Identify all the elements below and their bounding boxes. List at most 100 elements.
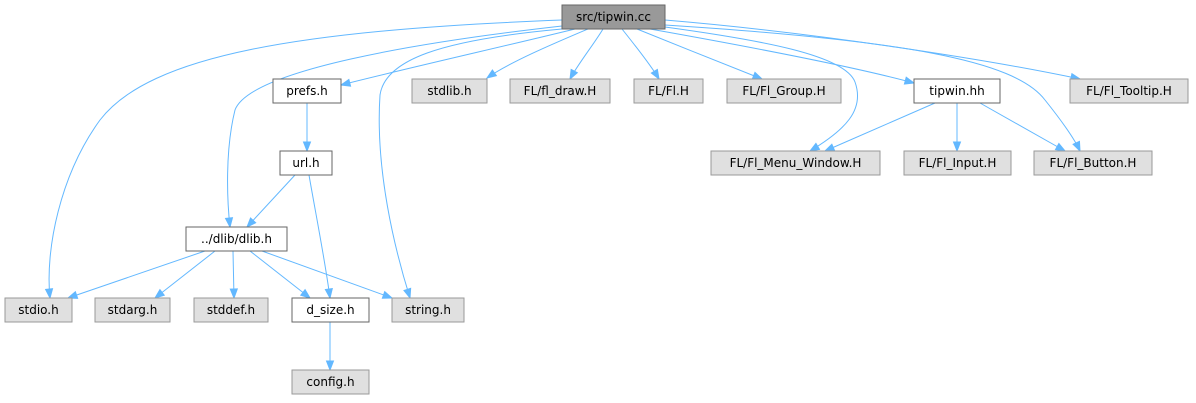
edge-line xyxy=(261,250,393,299)
nodes-layer: src/tipwin.cc prefs.h stdlib.h FL/fl_dra… xyxy=(4,4,1189,395)
edge-root-to-stdlib xyxy=(485,28,589,79)
edge-arrowhead xyxy=(325,360,335,372)
edge-arrowhead xyxy=(224,217,234,229)
edge-line xyxy=(227,25,563,228)
node-label: FL/Fl_Menu_Window.H xyxy=(730,156,862,170)
edges-layer xyxy=(44,19,1082,372)
edge-urlh-to-dsize xyxy=(308,174,333,300)
edge-tipwinhh-to-flinput xyxy=(952,103,962,153)
edge-line xyxy=(636,28,763,80)
edge-root-to-flmenuwin xyxy=(664,26,859,152)
node-label: src/tipwin.cc xyxy=(576,10,651,24)
node-label: ../dlib/dlib.h xyxy=(201,232,272,246)
node-label: string.h xyxy=(405,303,451,317)
edge-dlib-to-dsize xyxy=(249,250,312,299)
edge-arrowhead xyxy=(381,290,394,299)
edge-arrowhead xyxy=(1054,142,1067,152)
edge-root-to-stdio xyxy=(44,19,563,300)
node-label: FL/Fl.H xyxy=(648,84,689,98)
edge-dlib-to-string xyxy=(261,250,394,299)
edge-arrowhead xyxy=(903,76,916,85)
node-config-h[interactable]: config.h xyxy=(291,369,370,395)
edge-arrowhead xyxy=(823,143,836,152)
edge-arrowhead xyxy=(650,68,660,81)
node-label: stdlib.h xyxy=(427,84,471,98)
edge-tipwinhh-to-flbutton xyxy=(979,102,1067,152)
edge-root-to-tipwinhh xyxy=(649,28,916,85)
edge-arrowhead xyxy=(569,68,579,81)
node-fl-fl-tooltip-h[interactable]: FL/Fl_Tooltip.H xyxy=(1069,78,1189,104)
node-label: stdio.h xyxy=(18,303,58,317)
edge-root-to-prefs xyxy=(339,28,576,87)
edge-arrowhead xyxy=(808,142,821,152)
edge-arrowhead xyxy=(952,141,962,153)
edge-root-to-flgroup xyxy=(636,28,764,80)
node-label: url.h xyxy=(292,156,319,170)
node-fl-fl-h[interactable]: FL/Fl.H xyxy=(633,78,704,104)
edge-arrowhead xyxy=(751,71,764,80)
node-fl-fl-input-h[interactable]: FL/Fl_Input.H xyxy=(903,150,1012,176)
node-fl-fl-button-h[interactable]: FL/Fl_Button.H xyxy=(1033,150,1153,176)
node-label: FL/Fl_Input.H xyxy=(919,156,997,170)
edge-line xyxy=(664,24,1081,152)
edge-arrowhead xyxy=(299,288,312,299)
node-stdio-h[interactable]: stdio.h xyxy=(4,297,73,323)
edge-prefs-to-urlh xyxy=(302,103,312,153)
edge-arrowhead xyxy=(66,290,79,299)
node-fl-fl-group-h[interactable]: FL/Fl_Group.H xyxy=(726,78,842,104)
edge-arrowhead xyxy=(1072,140,1081,153)
node-fl-fl-menu-window-h[interactable]: FL/Fl_Menu_Window.H xyxy=(710,150,881,176)
node-label: prefs.h xyxy=(286,84,328,98)
edge-dlib-to-stddef xyxy=(229,250,239,300)
node-dlib-dlib-h[interactable]: ../dlib/dlib.h xyxy=(185,226,288,252)
node-label: config.h xyxy=(306,375,354,389)
edge-arrowhead xyxy=(339,78,352,87)
edge-dlib-to-stdarg xyxy=(153,250,216,299)
node-label: stdarg.h xyxy=(108,303,158,317)
edge-root-to-flfl xyxy=(621,28,660,81)
edge-line xyxy=(67,250,206,299)
edge-root-to-fldraw xyxy=(569,28,604,81)
edge-root-to-flbutton xyxy=(664,24,1081,153)
node-prefs-h[interactable]: prefs.h xyxy=(272,78,342,104)
edge-line xyxy=(824,102,936,152)
node-fl-fl-draw-h[interactable]: FL/fl_draw.H xyxy=(509,78,611,104)
node-label: stddef.h xyxy=(207,303,255,317)
edge-arrowhead xyxy=(153,288,166,299)
node-string-h[interactable]: string.h xyxy=(391,297,465,323)
node-stddef-h[interactable]: stddef.h xyxy=(193,297,269,323)
edge-arrowhead xyxy=(246,217,257,229)
edge-arrowhead xyxy=(324,288,333,300)
edge-dlib-to-stdio xyxy=(66,250,206,299)
node-label: tipwin.hh xyxy=(929,84,984,98)
node-src-tipwin-cc[interactable]: src/tipwin.cc xyxy=(561,4,666,30)
edge-line xyxy=(664,26,859,152)
node-label: FL/Fl_Tooltip.H xyxy=(1086,84,1172,98)
edge-line xyxy=(378,28,563,299)
edge-arrowhead xyxy=(403,287,412,300)
node-label: FL/Fl_Group.H xyxy=(742,84,825,98)
edge-line xyxy=(246,174,296,228)
node-stdarg-h[interactable]: stdarg.h xyxy=(94,297,171,323)
edge-dsize-to-config xyxy=(325,322,335,372)
edge-urlh-to-dlib xyxy=(246,174,296,229)
edge-arrowhead xyxy=(485,69,498,79)
edge-root-to-string xyxy=(378,28,563,300)
edge-root-to-dlib xyxy=(224,25,563,229)
edge-line xyxy=(154,250,216,299)
edge-tipwinhh-to-flmenuwin xyxy=(823,102,936,152)
edge-arrowhead xyxy=(44,288,54,300)
node-stdlib-h[interactable]: stdlib.h xyxy=(411,78,488,104)
edge-arrowhead xyxy=(302,141,312,153)
edge-arrowhead xyxy=(229,288,239,300)
edge-line xyxy=(249,250,311,299)
edge-line xyxy=(649,28,915,84)
edge-line xyxy=(308,174,331,299)
node-url-h[interactable]: url.h xyxy=(279,150,333,176)
edge-line xyxy=(486,28,589,79)
edge-line xyxy=(48,19,563,299)
node-d-size-h[interactable]: d_size.h xyxy=(291,297,370,323)
node-label: FL/fl_draw.H xyxy=(524,84,597,98)
node-tipwin-hh[interactable]: tipwin.hh xyxy=(913,78,1001,104)
